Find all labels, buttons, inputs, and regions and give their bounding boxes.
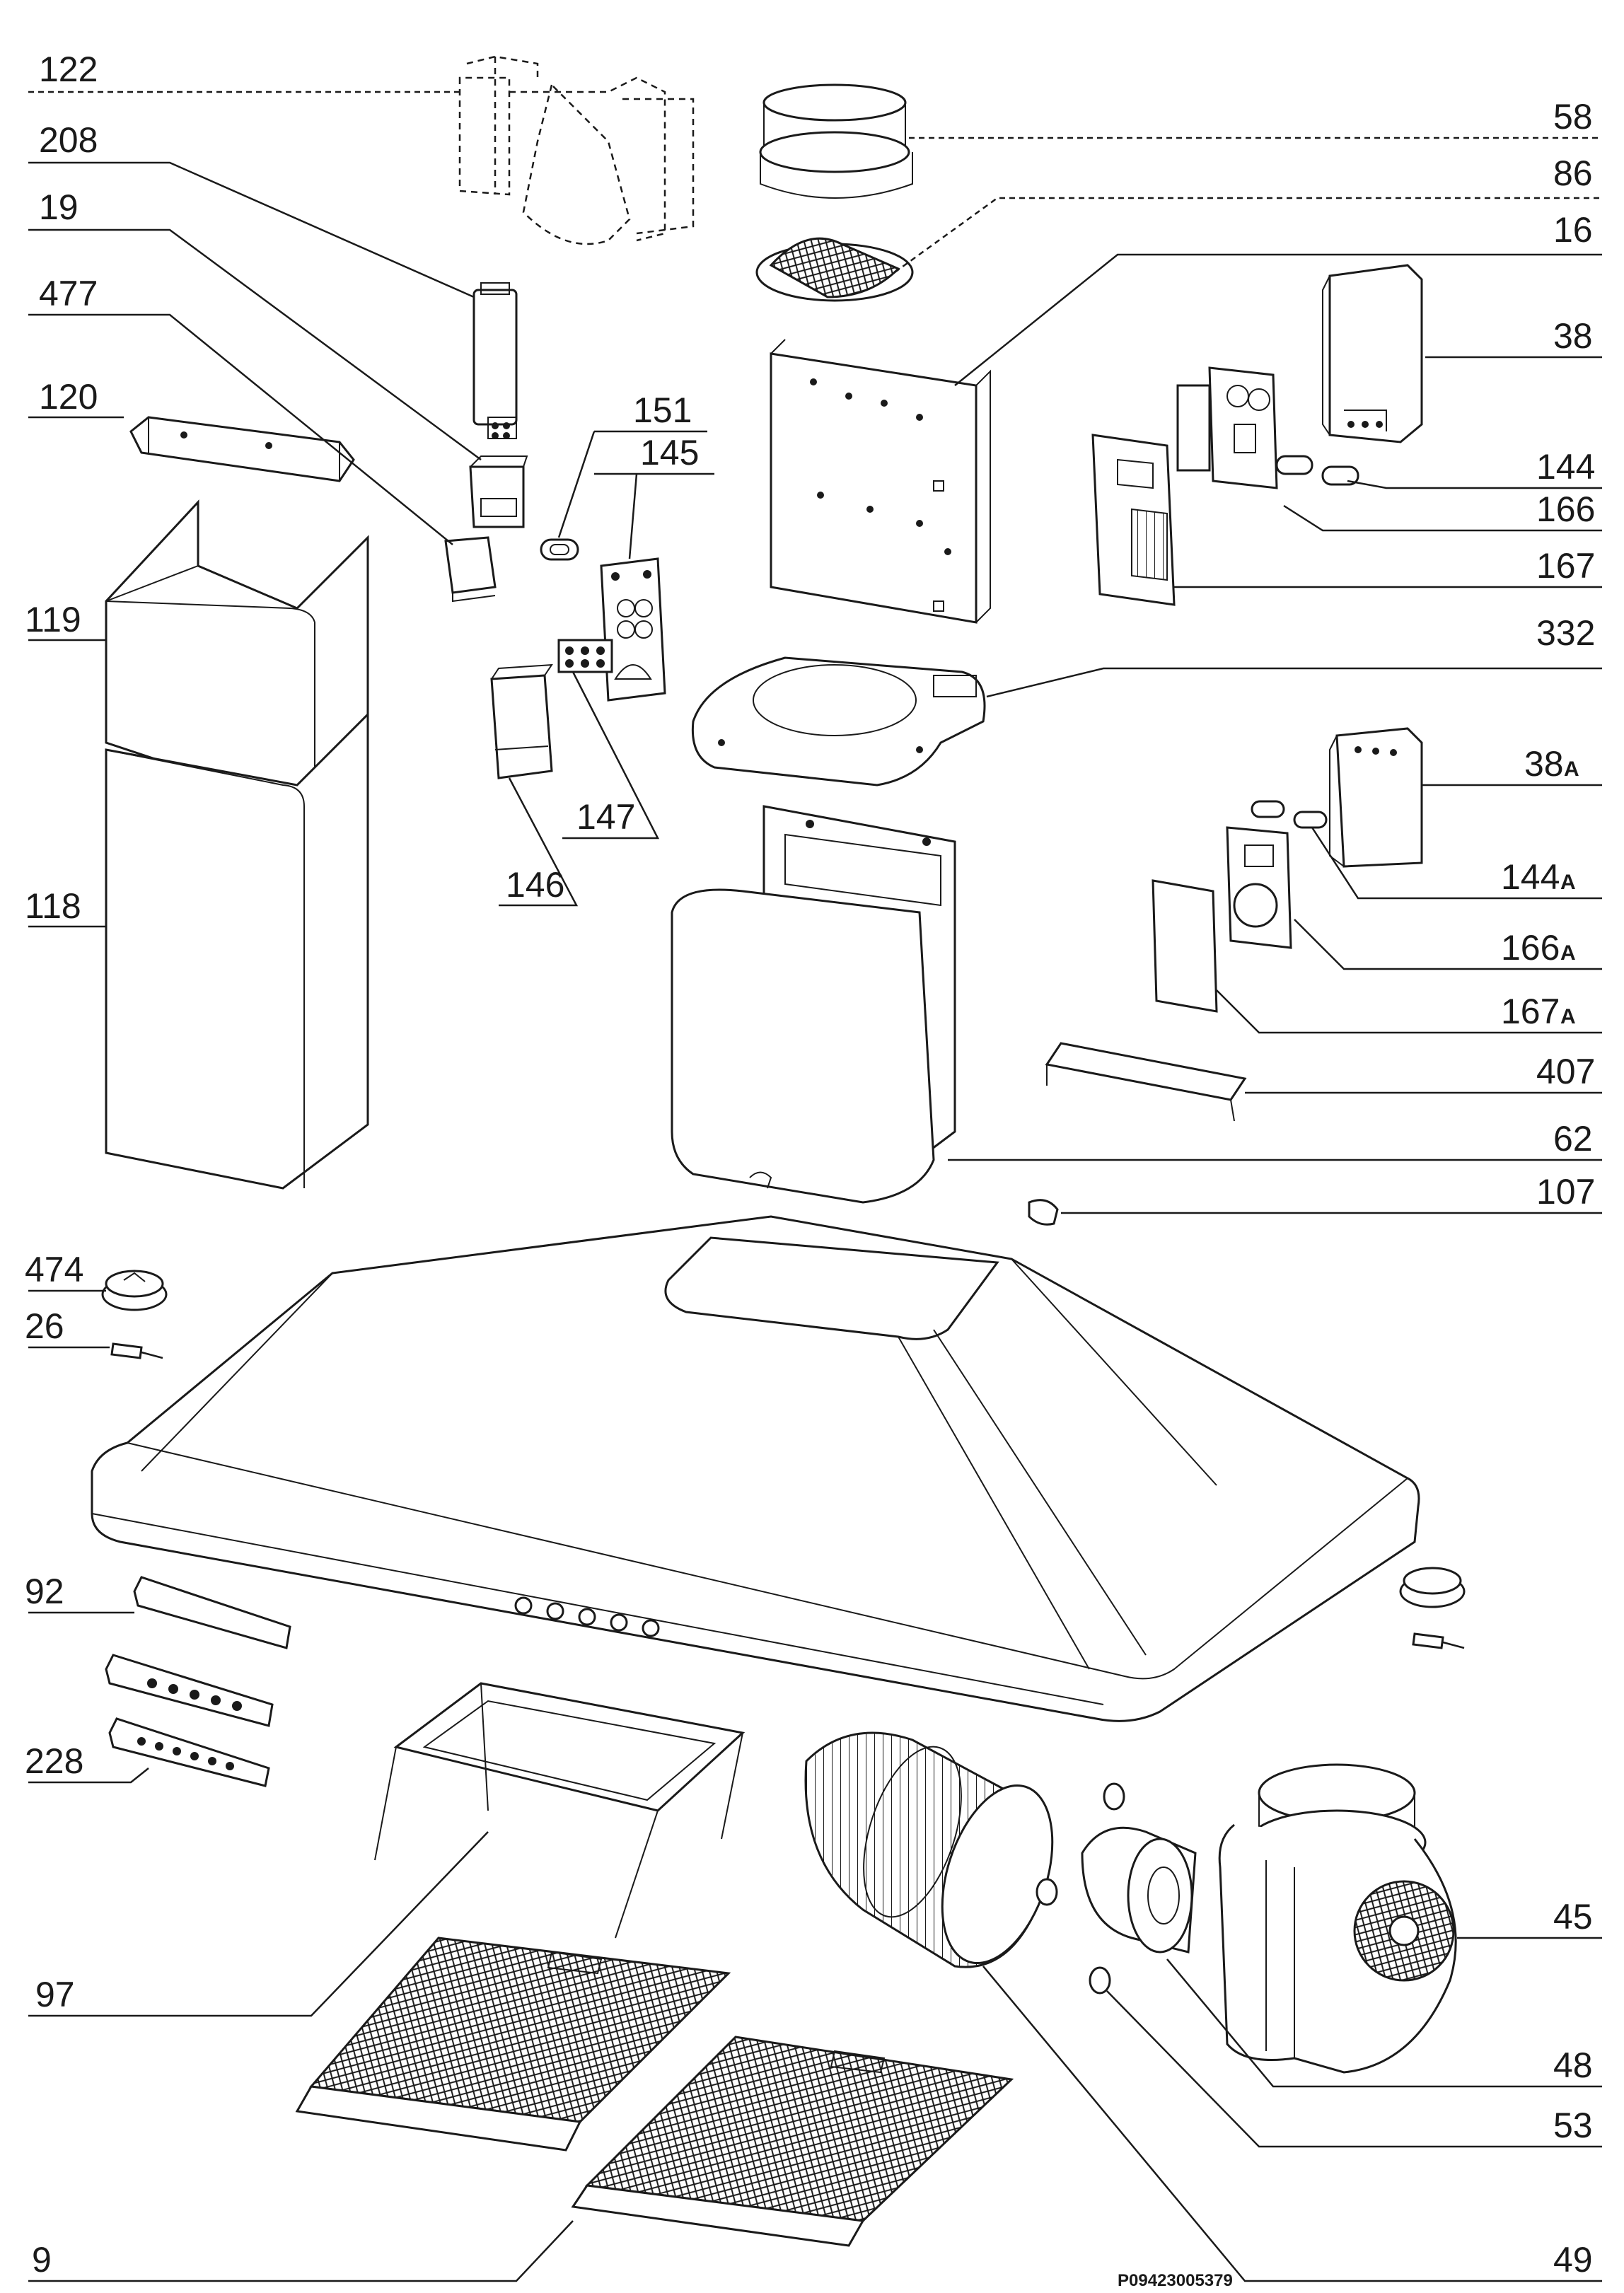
callout-228: 228 <box>25 1741 83 1781</box>
callout-9: 9 <box>32 2240 52 2280</box>
mounting-plate-part <box>770 339 991 624</box>
callout-38a-suffix: A <box>1564 757 1579 781</box>
callout-53: 53 <box>1553 2106 1593 2145</box>
circuit-board-part <box>1176 366 1278 489</box>
callout-477: 477 <box>39 274 98 313</box>
callout-26: 26 <box>25 1306 64 1346</box>
motor-housing-part <box>671 805 956 1204</box>
motor-part <box>1081 1826 1197 1954</box>
transformer-part <box>472 282 518 439</box>
button-board-part <box>108 1717 270 1787</box>
capacitor-box-part <box>490 663 553 779</box>
callout-19: 19 <box>39 187 79 227</box>
callout-166a: 166 <box>1501 928 1560 968</box>
callout-38a: 38 <box>1524 744 1564 784</box>
callout-167a: 167 <box>1501 992 1560 1031</box>
lamp-holder-part <box>101 1270 168 1311</box>
lower-chimney-cover-part <box>105 712 369 1190</box>
callout-49: 49 <box>1553 2240 1593 2280</box>
small-grommet-pair-part <box>1251 800 1328 829</box>
callout-144a: 144 <box>1501 857 1560 897</box>
pcb-cover-part <box>1091 434 1176 606</box>
callout-146: 146 <box>506 865 564 905</box>
callout-122: 122 <box>39 50 98 89</box>
damper-part <box>1036 1782 1125 1995</box>
callout-labels: 122 208 19 477 120 119 118 151 145 147 1… <box>25 50 1595 2290</box>
grommet-part <box>540 538 579 561</box>
terminal-block-part <box>557 639 613 673</box>
lamp-holder-right-part <box>1399 1567 1466 1649</box>
callout-166: 166 <box>1536 489 1595 529</box>
hood-canopy-part <box>91 1215 1420 1722</box>
callout-118: 118 <box>25 886 81 926</box>
callout-16: 16 <box>1553 210 1593 250</box>
callout-166a-suffix: A <box>1560 941 1576 965</box>
callout-86: 86 <box>1553 153 1593 193</box>
lamp-part <box>110 1342 163 1359</box>
grease-filter-left-part <box>295 1937 731 2152</box>
small-board-part <box>1226 826 1292 949</box>
control-strip-part <box>133 1576 291 1649</box>
mounting-bracket-part <box>129 416 355 482</box>
callout-58: 58 <box>1553 97 1593 137</box>
blower-assembly-part <box>1218 1763 1457 2074</box>
callout-92: 92 <box>25 1572 64 1611</box>
clip-part <box>1028 1199 1059 1226</box>
callout-107: 107 <box>1536 1172 1595 1212</box>
callout-407: 407 <box>1536 1052 1595 1091</box>
small-board-cover-part <box>1152 879 1218 1013</box>
callout-208: 208 <box>39 120 98 160</box>
switch-plate-part <box>600 557 666 702</box>
callout-48: 48 <box>1553 2045 1593 2085</box>
callout-474: 474 <box>25 1250 83 1289</box>
callout-120: 120 <box>39 377 98 417</box>
fan-wheel-part <box>804 1731 1054 1968</box>
control-panel-part <box>105 1654 274 1727</box>
callout-144: 144 <box>1536 447 1595 487</box>
terminal-clamp-part <box>469 455 528 528</box>
small-electronics-box-part <box>1329 727 1423 868</box>
small-cover-part <box>444 536 497 603</box>
document-code: P09423005379 <box>1118 2271 1233 2290</box>
grease-filter-right-part <box>571 2036 1014 2247</box>
callout-119: 119 <box>25 600 81 639</box>
backdraft-flap-part <box>755 237 914 302</box>
duct-adapter-part <box>458 55 695 245</box>
callout-151: 151 <box>633 390 692 430</box>
callout-147: 147 <box>576 797 635 837</box>
duct-collar-part <box>759 83 913 199</box>
filter-frame-part <box>374 1682 746 1939</box>
motor-mount-plate-part <box>691 656 986 786</box>
electronics-box-part <box>1322 264 1423 443</box>
callout-145: 145 <box>640 433 699 472</box>
front-bracket-part <box>1045 1042 1247 1122</box>
callout-62: 62 <box>1553 1119 1593 1159</box>
callout-167a-suffix: A <box>1560 1005 1576 1028</box>
callout-332: 332 <box>1536 613 1595 653</box>
callout-45: 45 <box>1553 1897 1593 1937</box>
grommet-pair-part <box>1275 455 1359 486</box>
callout-97: 97 <box>35 1975 75 2014</box>
callout-167: 167 <box>1536 546 1595 586</box>
callout-38: 38 <box>1553 316 1593 356</box>
callout-144a-suffix: A <box>1560 871 1576 894</box>
leader-lines <box>28 91 1602 2282</box>
